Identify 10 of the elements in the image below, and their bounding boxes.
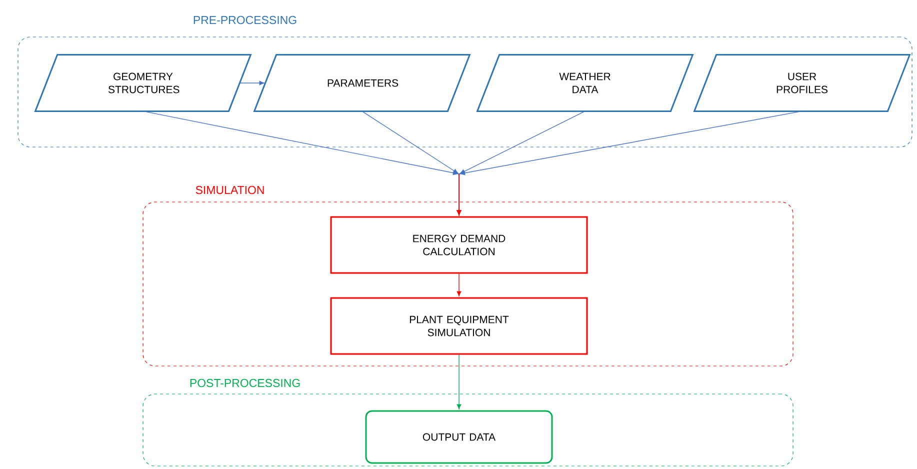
node-label: POST-PROCESSING [190, 378, 300, 388]
node-label: PRE-PROCESSING [194, 16, 296, 24]
process-box: ENERGY DEMAND CALCULATION [330, 216, 588, 274]
arrow [456, 354, 462, 410]
output-box: OUTPUT DATA [365, 410, 553, 464]
arrow [456, 273, 462, 296]
node-label: SIMULATION [196, 186, 264, 194]
arrow [456, 110, 802, 216]
process-box: PLANT EQUIPMENT SIMULATION [330, 297, 588, 355]
arrow [239, 80, 264, 86]
